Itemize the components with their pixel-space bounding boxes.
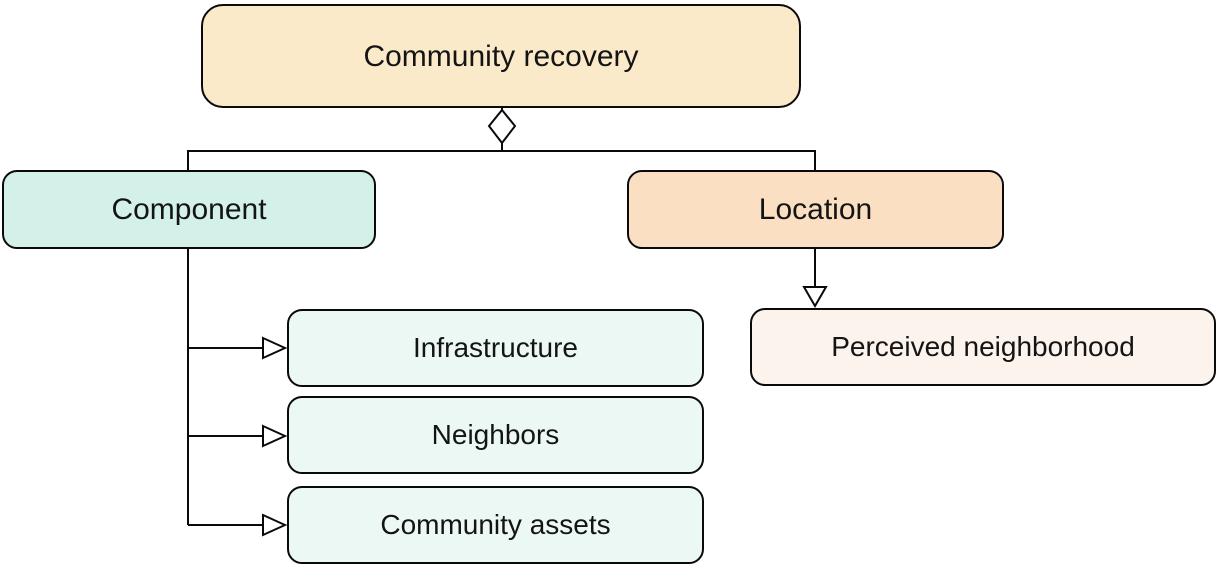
node-infrastructure-label: Infrastructure [413,331,578,363]
node-perceived-neighborhood-label: Perceived neighborhood [831,330,1135,362]
generalization-arrow-icon [262,513,288,537]
aggregation-diamond-icon [487,108,517,145]
node-community-assets-label: Community assets [380,508,611,540]
node-perceived-neighborhood: Perceived neighborhood [750,308,1216,386]
generalization-arrow-icon [262,424,288,448]
node-community-recovery-label: Community recovery [363,39,639,73]
node-neighbors-label: Neighbors [431,418,560,450]
node-component: Component [2,170,376,249]
node-infrastructure: Infrastructure [287,309,704,387]
node-community-recovery: Community recovery [201,4,801,108]
node-location-label: Location [758,193,873,226]
generalization-arrow-down-icon [802,286,828,308]
node-location: Location [627,170,1004,249]
node-component-label: Component [111,193,267,226]
generalization-arrow-icon [262,336,288,360]
node-neighbors: Neighbors [287,396,704,474]
node-community-assets: Community assets [287,486,704,564]
